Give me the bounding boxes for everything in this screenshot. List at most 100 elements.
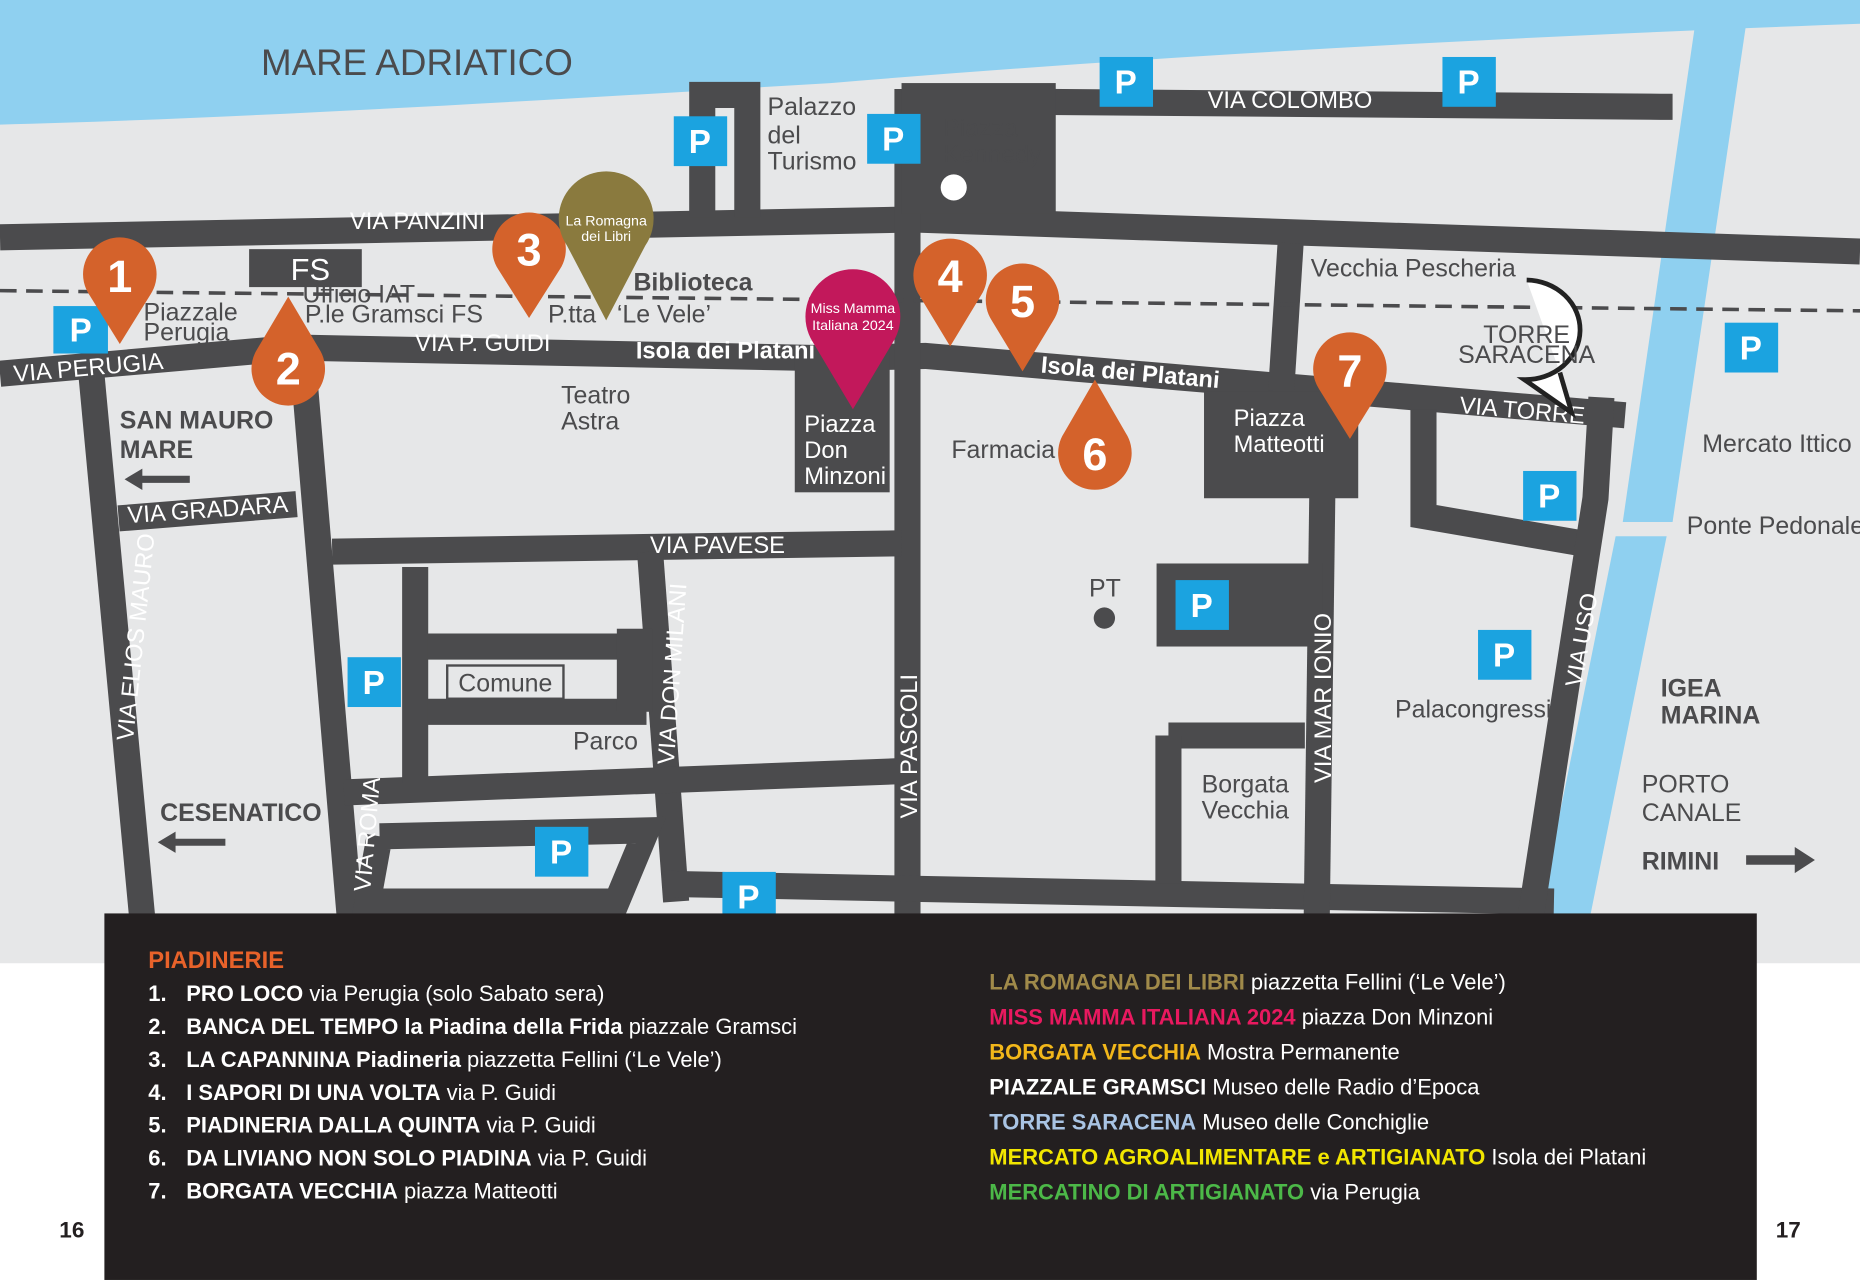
- street-via-colombo: VIA COLOMBO: [1208, 88, 1373, 114]
- pin-5[interactable]: 5: [985, 263, 1060, 372]
- legend-item-name: LA CAPANNINA Piadineria: [186, 1047, 461, 1072]
- svg-text:Matteotti: Matteotti: [1234, 432, 1325, 458]
- event-item: TORRE SARACENA Museo delle Conchiglie: [989, 1109, 1429, 1134]
- svg-text:Ufficio IAT: Ufficio IAT: [302, 281, 415, 309]
- pin-1[interactable]: 1: [83, 237, 157, 345]
- event-item: BORGATA VECCHIA Mostra Permanente: [989, 1039, 1399, 1064]
- svg-text:dei Libri: dei Libri: [581, 229, 631, 245]
- svg-text:Palacongressi: Palacongressi: [1395, 696, 1551, 724]
- svg-text:Piazza: Piazza: [804, 412, 876, 438]
- svg-text:TORRE: TORRE: [1483, 321, 1570, 349]
- street-via-panzini: VIA PANZINI: [350, 209, 485, 235]
- event-name: MISS MAMMA ITALIANA 2024: [989, 1004, 1296, 1029]
- pin-miss-mamma[interactable]: Miss Mamma Italiana 2024: [805, 269, 901, 410]
- svg-text:Don: Don: [804, 438, 848, 464]
- legend-item-name: DA LIVIANO NON SOLO PIADINA: [186, 1145, 531, 1170]
- parking-signs: P P P P P P P P P P P P: [53, 56, 1779, 920]
- event-item: MERCATO AGROALIMENTARE e ARTIGIANATO Iso…: [989, 1144, 1646, 1169]
- svg-text:P: P: [689, 124, 711, 161]
- event-location: Mostra Permanente: [1201, 1039, 1400, 1064]
- legend-item: PIADINERIA DALLA QUINTA via P. Guidi: [186, 1113, 596, 1138]
- street-via-pascoli: VIA PASCOLI: [897, 674, 923, 819]
- legend-item-location: via P. Guidi: [441, 1080, 556, 1105]
- svg-text:Astra: Astra: [561, 407, 619, 435]
- legend-item-name: PIADINERIA DALLA QUINTA: [186, 1113, 480, 1138]
- svg-text:SAN MAURO: SAN MAURO: [120, 406, 274, 434]
- arrow-left-icon: [157, 831, 226, 853]
- event-location: piazzetta Fellini (‘Le Vele’): [1245, 969, 1506, 994]
- svg-text:P: P: [1457, 65, 1479, 102]
- canal-north: [1622, 0, 1750, 522]
- legend-item-location: via P. Guidi: [480, 1113, 595, 1138]
- svg-text:Minzoni: Minzoni: [804, 464, 886, 490]
- torre-saracena-bubble: TORRE SARACENA: [1458, 277, 1596, 419]
- events-list: LA ROMAGNA DEI LIBRI piazzetta Fellini (…: [989, 969, 1646, 1204]
- legend-item-location: piazzale Gramsci: [623, 1014, 797, 1039]
- svg-text:RIMINI: RIMINI: [1642, 848, 1719, 876]
- pin-romagna-libri[interactable]: La Romagna dei Libri: [558, 171, 654, 321]
- svg-text:P: P: [363, 665, 385, 702]
- svg-text:6: 6: [1082, 429, 1107, 480]
- svg-text:P: P: [1191, 588, 1213, 625]
- legend-item-number: 5.: [148, 1113, 166, 1138]
- svg-text:SARACENA: SARACENA: [1458, 341, 1595, 369]
- pin-3[interactable]: 3: [492, 212, 566, 318]
- svg-text:7: 7: [1337, 346, 1362, 397]
- svg-text:Vecchia: Vecchia: [1202, 797, 1289, 825]
- event-item: MISS MAMMA ITALIANA 2024 piazza Don Minz…: [989, 1004, 1493, 1029]
- svg-text:Parco: Parco: [573, 728, 638, 756]
- street-via-pavese: VIA PAVESE: [650, 533, 785, 559]
- svg-text:Biblioteca: Biblioteca: [633, 269, 753, 297]
- svg-text:Farmacia: Farmacia: [951, 436, 1055, 464]
- svg-text:P: P: [70, 313, 92, 350]
- street-via-guidi: VIA P. GUIDI: [415, 331, 550, 357]
- svg-text:P.tta: P.tta: [548, 301, 596, 329]
- svg-text:Kennedy: Kennedy: [943, 141, 1042, 169]
- legend-panel: [104, 913, 1757, 1280]
- event-item: LA ROMAGNA DEI LIBRI piazzetta Fellini (…: [989, 969, 1505, 994]
- legend-item: DA LIVIANO NON SOLO PIADINA via P. Guidi: [186, 1145, 647, 1170]
- svg-text:PT: PT: [1089, 575, 1121, 603]
- event-name: MERCATO AGROALIMENTARE e ARTIGIANATO: [989, 1144, 1485, 1169]
- pin-6[interactable]: 6: [1058, 379, 1132, 490]
- svg-text:Turismo: Turismo: [767, 148, 856, 176]
- svg-text:MARE: MARE: [120, 436, 193, 464]
- legend-title: PIADINERIE: [148, 948, 284, 974]
- svg-text:IGEA: IGEA: [1661, 674, 1722, 702]
- legend-item-number: 6.: [148, 1145, 166, 1170]
- street-via-mar-ionio: VIA MAR IONIO: [1311, 613, 1337, 783]
- legend-item-name: BORGATA VECCHIA: [186, 1178, 398, 1203]
- pin-4[interactable]: 4: [913, 238, 987, 347]
- vecchia-pescheria-label: Vecchia Pescheria: [1311, 254, 1516, 282]
- event-location: Isola dei Platani: [1485, 1144, 1646, 1169]
- sea: [0, 0, 1860, 125]
- arrow-right-icon: [1746, 846, 1815, 874]
- svg-text:Piazza: Piazza: [1234, 406, 1306, 432]
- svg-text:del: del: [767, 122, 800, 150]
- event-name: LA ROMAGNA DEI LIBRI: [989, 969, 1245, 994]
- svg-text:Teatro: Teatro: [561, 381, 630, 409]
- svg-text:CANALE: CANALE: [1642, 799, 1742, 827]
- svg-text:P.le Gramsci FS: P.le Gramsci FS: [305, 301, 483, 329]
- legend-item-number: 1.: [148, 981, 166, 1006]
- svg-text:Ponte Pedonale: Ponte Pedonale: [1687, 512, 1860, 540]
- event-name: PIAZZALE GRAMSCI: [989, 1074, 1206, 1099]
- pin-2[interactable]: 2: [251, 296, 326, 406]
- svg-text:Mercato Ittico: Mercato Ittico: [1702, 430, 1852, 458]
- svg-text:1: 1: [107, 251, 132, 302]
- pin-7[interactable]: 7: [1313, 332, 1387, 439]
- svg-text:P: P: [1115, 65, 1137, 102]
- svg-text:P: P: [882, 122, 904, 159]
- legend-item-location: via Perugia (solo Sabato sera): [303, 981, 604, 1006]
- legend-item-name: PRO LOCO: [186, 981, 303, 1006]
- arrow-left-icon: [124, 468, 190, 490]
- svg-text:MARINA: MARINA: [1661, 702, 1761, 730]
- legend-item: LA CAPANNINA Piadineria piazzetta Fellin…: [186, 1047, 722, 1072]
- svg-text:2: 2: [276, 343, 301, 394]
- legend-item-number: 2.: [148, 1014, 166, 1039]
- svg-text:PORTO: PORTO: [1642, 770, 1730, 798]
- page-number-left: 16: [59, 1217, 84, 1242]
- legend-item-number: 3.: [148, 1047, 166, 1072]
- legend-item-name: I SAPORI DI UNA VOLTA: [186, 1080, 440, 1105]
- svg-text:Palazzo: Palazzo: [767, 93, 856, 121]
